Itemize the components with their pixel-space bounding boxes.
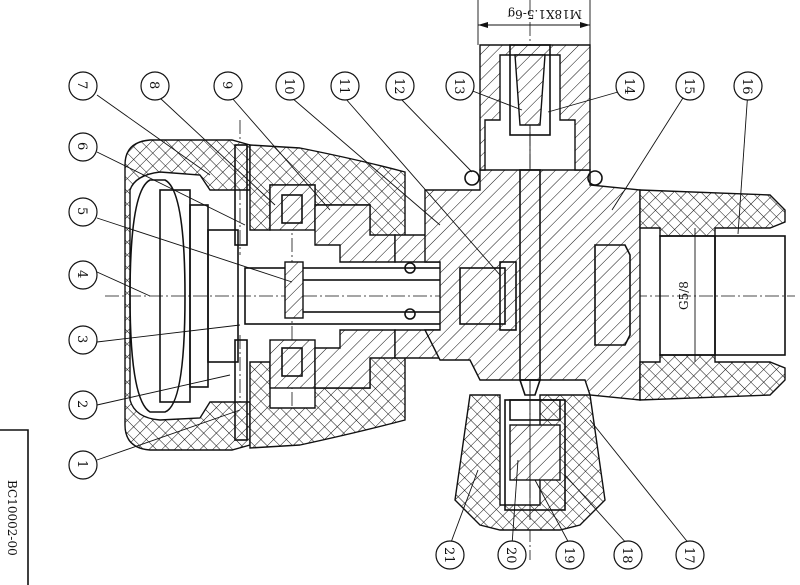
bottom-fitting	[454, 379, 606, 531]
balloon-17: 17	[675, 540, 705, 570]
svg-text:13: 13	[451, 78, 466, 95]
svg-text:14: 14	[621, 78, 636, 95]
balloon-1: 1	[68, 450, 98, 480]
balloon-18: 18	[613, 540, 643, 570]
handwheel	[124, 139, 251, 451]
nut-upper	[269, 184, 316, 231]
balloon-7: 7	[68, 71, 98, 101]
balloon-15: 15	[675, 71, 705, 101]
nut-lower	[269, 339, 316, 389]
balloon-6: 6	[68, 132, 98, 162]
svg-text:20: 20	[503, 547, 518, 564]
svg-text:2: 2	[74, 400, 89, 408]
svg-text:8: 8	[146, 81, 161, 89]
bonnet	[249, 144, 406, 449]
svg-text:12: 12	[391, 78, 406, 95]
balloon-13: 13	[445, 71, 475, 101]
svg-text:19: 19	[561, 547, 576, 564]
top-fitting	[479, 44, 591, 171]
balloon-9: 9	[213, 71, 243, 101]
svg-text:21: 21	[441, 547, 456, 564]
balloon-2: 2	[68, 390, 98, 420]
balloon-5: 5	[68, 197, 98, 227]
balloon-11: 11	[330, 71, 360, 101]
balloon-16: 16	[733, 71, 763, 101]
dimension-thread: M18X1.5-6g	[477, 0, 591, 45]
svg-text:5: 5	[74, 207, 89, 215]
svg-text:3: 3	[74, 335, 89, 343]
svg-text:16: 16	[739, 78, 754, 95]
balloon-19: 19	[555, 540, 585, 570]
svg-text:11: 11	[336, 78, 351, 95]
o-ring-left	[464, 170, 480, 186]
balloon-3: 3	[68, 325, 98, 355]
gland	[314, 204, 396, 389]
balloon-20: 20	[497, 540, 527, 570]
balloon-12: 12	[385, 71, 415, 101]
leaders	[96, 89, 749, 546]
valve-body	[423, 169, 641, 401]
thread-dimension-label: M18X1.5-6g	[507, 7, 582, 21]
o-ring-right	[587, 170, 603, 186]
balloon-21: 21	[435, 540, 465, 570]
balloon-8: 8	[140, 71, 170, 101]
packing	[284, 261, 304, 319]
svg-text:10: 10	[281, 78, 296, 95]
svg-text:1: 1	[74, 460, 89, 468]
svg-text:7: 7	[74, 81, 89, 89]
balloon-14: 14	[615, 71, 645, 101]
svg-text:4: 4	[74, 270, 89, 278]
right-fitting	[639, 189, 786, 401]
svg-text:15: 15	[681, 78, 696, 95]
balloon-10: 10	[275, 71, 305, 101]
drawing-code: BC10002-00	[5, 480, 19, 556]
svg-text:6: 6	[74, 142, 89, 150]
balloon-4: 4	[68, 260, 98, 290]
pipe-dimension-label: G5/8	[677, 281, 691, 310]
drawing-code-box: BC10002-00	[0, 429, 29, 585]
svg-text:18: 18	[619, 547, 634, 564]
svg-text:17: 17	[681, 547, 696, 564]
lower-pin	[234, 339, 248, 441]
dimension-pipe: G5/8	[677, 228, 696, 362]
upper-pin	[234, 144, 248, 246]
svg-text:9: 9	[219, 81, 234, 89]
